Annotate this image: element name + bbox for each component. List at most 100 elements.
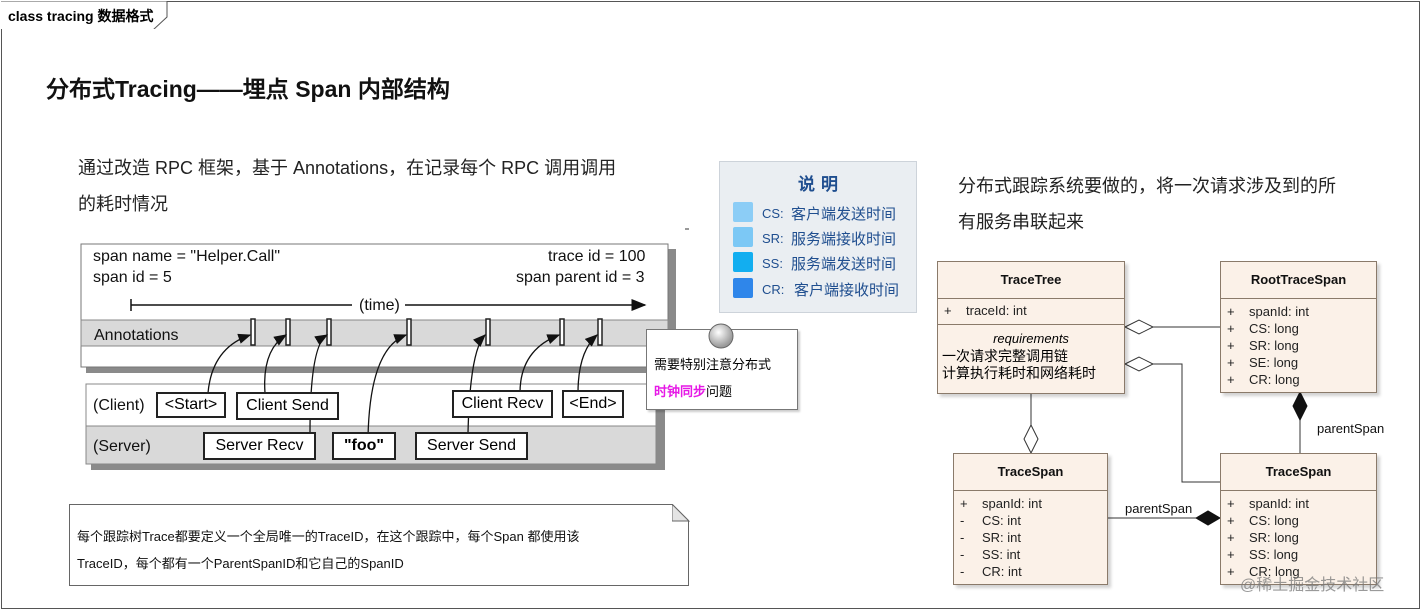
clock-sync-rest: 问题 <box>706 384 733 399</box>
uml-visibility: + <box>1227 321 1235 336</box>
uml-visibility: - <box>960 530 965 545</box>
foo-event-box: "foo" <box>332 432 396 460</box>
span-name-label: span name = "Helper.Call" <box>93 248 281 265</box>
traceid-note-line-2: TraceID，每个都有一个ParentSpanID和它自己的SpanID <box>77 556 404 571</box>
start-event-box: <Start> <box>156 392 226 418</box>
server-label: (Server) <box>93 438 151 455</box>
clock-sync-highlight: 时钟同步 <box>654 384 707 399</box>
uml-requirement-2: 计算执行耗时和网络耗时 <box>942 365 1096 381</box>
root-span-diamond <box>1292 390 1308 422</box>
intro-right-line-1: 分布式跟踪系统要做的，将一次请求涉及到的所 <box>958 176 1336 196</box>
uml-visibility: + <box>1227 304 1235 319</box>
tree-root-diamond <box>1123 319 1155 335</box>
span-parent-id-label: span parent id = 3 <box>516 269 645 286</box>
annotation-arrow-2 <box>264 334 288 394</box>
uml-class-name: TraceSpan <box>1221 454 1376 491</box>
legend-swatch-ss <box>733 252 753 272</box>
uml-visibility: - <box>960 564 965 579</box>
uml-class-root-trace-span: RootTraceSpan + spanId: int + CS: long + SR… <box>1220 261 1377 393</box>
client-send-box: Client Send <box>236 392 339 420</box>
legend-code-cs: CS: <box>762 206 784 221</box>
traceid-note: 每个跟踪树Trace都要定义一个全局唯一的TraceID，在这个跟踪中，每个Sp… <box>69 504 689 586</box>
uml-visibility: + <box>1227 530 1235 545</box>
uml-attr-text: SR: int <box>982 530 1022 545</box>
uml-visibility: - <box>960 547 965 562</box>
span-id-label: span id = 5 <box>93 269 172 286</box>
annotations-band <box>80 319 669 347</box>
uml-visibility: + <box>1227 372 1235 387</box>
clock-sync-note-line-1: 需要特别注意分布式 <box>654 357 772 372</box>
intro-left-line-2: 的耗时情况 <box>78 194 168 214</box>
uml-class-trace-span-right: TraceSpan + spanId: int + CS: long + SR: lo… <box>1220 453 1377 585</box>
annotation-tick-6 <box>559 318 565 346</box>
uml-attr-text: SS: int <box>982 547 1021 562</box>
legend-desc-sr: 服务端接收时间 <box>791 231 897 248</box>
intro-right-line-2: 有服务串联起来 <box>958 212 1084 232</box>
uml-class-trace-tree: TraceTree + traceId: int requirements 一次… <box>937 261 1125 394</box>
tree-span-left-diamond <box>1023 423 1039 455</box>
uml-attr-text: CR: int <box>982 564 1022 579</box>
uml-visibility: + <box>1227 564 1235 579</box>
uml-requirement-1: 一次请求完整调用链 <box>942 348 1068 364</box>
uml-attr-text: spanId: int <box>1249 304 1309 319</box>
server-send-box: Server Send <box>415 432 528 460</box>
uml-attr-text: SR: long <box>1249 338 1299 353</box>
uml-attr-text: spanId: int <box>982 496 1042 511</box>
uml-visibility: + <box>1227 355 1235 370</box>
uml-visibility: + <box>1227 513 1235 528</box>
uml-attr-text: CS: long <box>1249 513 1299 528</box>
edge-label-parent-span-spans: parentSpan <box>1125 501 1193 516</box>
uml-attr-text: CS: long <box>1249 321 1299 336</box>
frame-tab <box>1 1 168 29</box>
uml-visibility: - <box>960 513 965 528</box>
uml-class-name: TraceTree <box>938 262 1124 299</box>
tree-span-right-diamond <box>1123 356 1155 372</box>
annotation-ticks <box>250 318 603 346</box>
annotation-arrow-1 <box>207 333 252 394</box>
annotations-label: Annotations <box>94 327 179 344</box>
annotation-tick-1 <box>250 318 256 346</box>
annotation-tick-2 <box>285 318 291 346</box>
legend-swatch-cr <box>733 278 753 298</box>
annotation-tick-7 <box>597 318 603 346</box>
uml-attr-text: SS: long <box>1249 547 1299 562</box>
uml-attr-row: + traceId: int <box>938 303 1124 319</box>
uml-visibility: + <box>944 303 952 318</box>
edge-label-parent-span-root: parentSpan <box>1317 421 1385 436</box>
legend-code-sr: SR: <box>762 231 784 246</box>
server-recv-box: Server Recv <box>203 432 316 460</box>
uml-visibility: + <box>1227 547 1235 562</box>
legend-swatch-cs <box>733 202 753 222</box>
uml-visibility: + <box>1227 496 1235 511</box>
legend-desc-ss: 服务端发送时间 <box>791 256 897 273</box>
uml-divider <box>938 324 1124 325</box>
client-recv-box: Client Recv <box>452 390 553 418</box>
tree-span-right-link <box>1153 363 1220 483</box>
legend-panel: 说 明 CS: 客户端发送时间 SR: 服务端接收时间 SS: 服务端发送时间 … <box>719 161 917 313</box>
annotation-arrow-7 <box>577 334 598 394</box>
intro-right-text: 分布式跟踪系统要做的，将一次请求涉及到的所 有服务串联起来 <box>958 168 1358 240</box>
uml-visibility: + <box>1227 338 1235 353</box>
legend-swatch-sr <box>733 227 753 247</box>
legend-desc-cs: 客户端发送时间 <box>791 206 897 223</box>
page-title: 分布式Tracing——埋点 Span 内部结构 <box>46 76 450 102</box>
time-label: (time) <box>359 297 400 314</box>
legend-title: 说 明 <box>798 175 838 195</box>
clock-sync-note-line-2: 时钟同步问题 <box>654 381 732 400</box>
uml-attr-text: SR: long <box>1249 530 1299 545</box>
uml-attr-text: spanId: int <box>1249 496 1309 511</box>
traceid-note-line-1: 每个跟踪树Trace都要定义一个全局唯一的TraceID，在这个跟踪中，每个Sp… <box>77 529 580 544</box>
legend-desc-cr: 客户端接收时间 <box>794 282 900 299</box>
pin-icon <box>708 323 734 349</box>
end-event-box: <End> <box>562 390 624 418</box>
legend-code-ss: SS: <box>762 256 783 271</box>
uml-class-name: RootTraceSpan <box>1221 262 1376 299</box>
uml-attr-text: CR: long <box>1249 372 1300 387</box>
uml-class-trace-span-left: TraceSpan +spanId: int -CS: int -SR: int… <box>953 453 1108 585</box>
watermark: @稀土掘金技术社区 <box>1240 577 1385 594</box>
intro-left-line-1: 通过改造 RPC 框架，基于 Annotations，在记录每个 RPC 调用调… <box>78 158 617 178</box>
uml-visibility: + <box>960 496 968 511</box>
note-fold-corner <box>672 504 690 522</box>
